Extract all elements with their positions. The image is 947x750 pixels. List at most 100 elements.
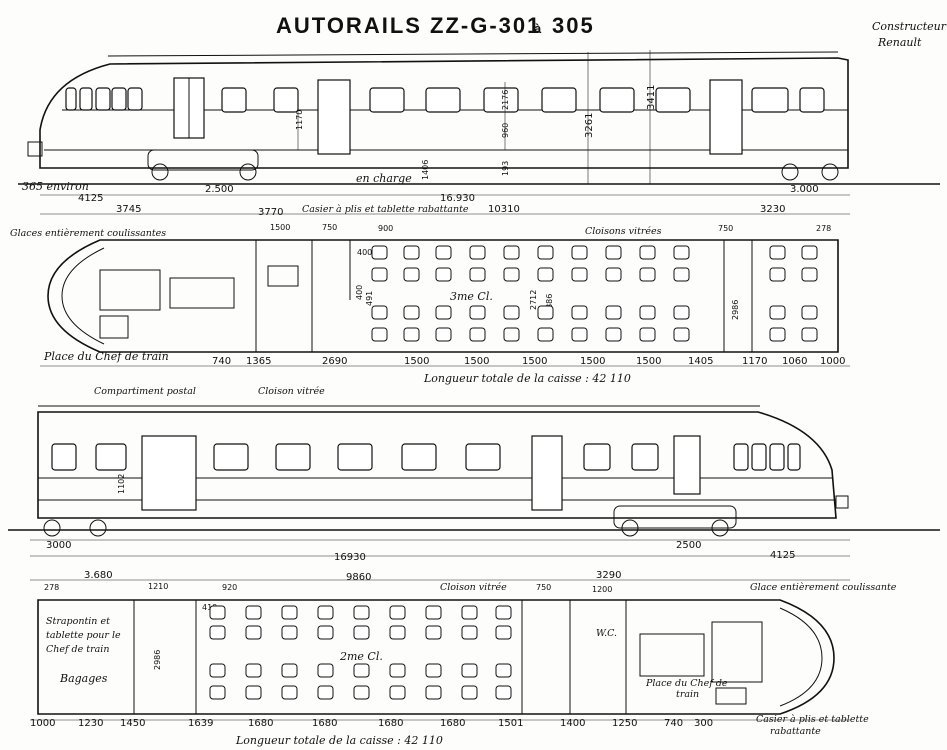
label-strapontin-2: tablette pour le (46, 630, 121, 641)
dim-4125: 4125 (78, 193, 103, 204)
dim-bottom: 1680 (440, 718, 465, 729)
seat (435, 267, 452, 282)
seat (639, 267, 656, 282)
dim-bottom: 1500 (580, 356, 605, 367)
dim-1200: 1200 (592, 585, 612, 594)
seat (425, 605, 442, 620)
label-longueur-lower: Longueur totale de la caisse : 42 110 (235, 734, 443, 747)
seat (537, 305, 554, 320)
wc-box (267, 265, 299, 287)
dim-bottom: 1680 (248, 718, 273, 729)
label-strapontin-3: Chef de train (46, 644, 109, 655)
upper-door-rear (709, 79, 743, 155)
label-casier: Casier à plis et tablette rabattante (302, 204, 469, 215)
dim-1406: 1406 (421, 160, 430, 180)
dim-1500: 1500 (270, 223, 290, 232)
drawing-title: AUTORAILS ZZ-G-301 (276, 13, 541, 38)
seat (353, 625, 370, 640)
seat (801, 267, 818, 282)
dim-3680: 3.680 (84, 570, 113, 581)
dim-9860: 9860 (346, 572, 371, 583)
seat (495, 605, 512, 620)
upper-roof-line (107, 51, 839, 57)
label-casier-lower: Casier à plis et tablette (756, 714, 869, 725)
dim-3770: 3770 (258, 207, 283, 218)
seat (245, 605, 262, 620)
seat (673, 267, 690, 282)
label-cloison-vitree: Cloison vitrée (258, 386, 325, 397)
seat (469, 245, 486, 260)
dim-410: 410 (202, 603, 217, 612)
seat (537, 245, 554, 260)
dim-3000-lower: 3000 (46, 540, 71, 551)
seat (317, 605, 334, 620)
lower-casier (715, 687, 747, 705)
seat (435, 327, 452, 342)
upper-plan-outline (47, 239, 839, 353)
dim-2986: 2986 (731, 300, 740, 320)
seat (537, 327, 554, 342)
seat (503, 245, 520, 260)
dim-3745: 3745 (116, 204, 141, 215)
side-window (599, 87, 635, 113)
seat (461, 663, 478, 678)
dim-bottom: 1500 (464, 356, 489, 367)
seat (425, 625, 442, 640)
dim-1210: 1210 (148, 582, 168, 591)
dim-900: 900 (378, 224, 393, 233)
seat (403, 267, 420, 282)
seat (425, 685, 442, 700)
seat (461, 605, 478, 620)
upper-side-windows (221, 87, 825, 113)
side-window (369, 87, 405, 113)
seat (389, 605, 406, 620)
label-3me-cl: 3me Cl. (450, 290, 493, 303)
lower-engine-block (639, 633, 705, 677)
label-bagages: Bagages (59, 672, 108, 685)
lower-door-mid (531, 435, 563, 511)
seat (495, 685, 512, 700)
seat (371, 245, 388, 260)
dim-3261: 3261 (584, 113, 595, 138)
seat (389, 663, 406, 678)
side-window (751, 87, 789, 113)
dim-3230: 3230 (760, 204, 785, 215)
dim-2712: 2712 (529, 290, 538, 310)
upper-cab-windows (65, 87, 143, 111)
seat (673, 305, 690, 320)
upper-bogie-front (147, 149, 259, 181)
upper-buffer (27, 141, 43, 157)
dim-491: 491 (365, 291, 374, 306)
dim-3000: 3.000 (790, 184, 819, 195)
seat (639, 327, 656, 342)
seat (801, 305, 818, 320)
seat (371, 305, 388, 320)
dim-750b: 750 (718, 224, 733, 233)
dim-bottom: 1365 (246, 356, 271, 367)
cab-window (65, 87, 77, 111)
dim-2886: 2886 (545, 294, 554, 314)
seat (801, 327, 818, 342)
seat (461, 625, 478, 640)
upper-bogie-rear (781, 163, 839, 181)
constructor-name: Renault (877, 36, 922, 49)
label-glace: Glace entièrement coulissante (750, 582, 897, 593)
lower-buffer (835, 495, 849, 509)
upper-plan: 3745 3770 10310 3230 Casier à plis et ta… (10, 204, 850, 397)
label-place-chef-lower-1: Place du Chef de (645, 678, 728, 689)
dim-bottom: 1501 (498, 718, 523, 729)
seat (353, 663, 370, 678)
seat (769, 245, 786, 260)
dim-bottom: 1000 (30, 718, 55, 729)
seat (605, 305, 622, 320)
title-block: AUTORAILS ZZ-G-301 à 305 Constructeur Re… (276, 13, 947, 49)
dim-2500: 2.500 (205, 184, 234, 195)
label-rabattante: rabattante (770, 726, 821, 737)
lower-seat-grid (209, 605, 512, 700)
dim-bottom: 1680 (312, 718, 337, 729)
seat (317, 625, 334, 640)
dim-193: 193 (501, 161, 510, 176)
lower-plan-outline (37, 599, 835, 715)
